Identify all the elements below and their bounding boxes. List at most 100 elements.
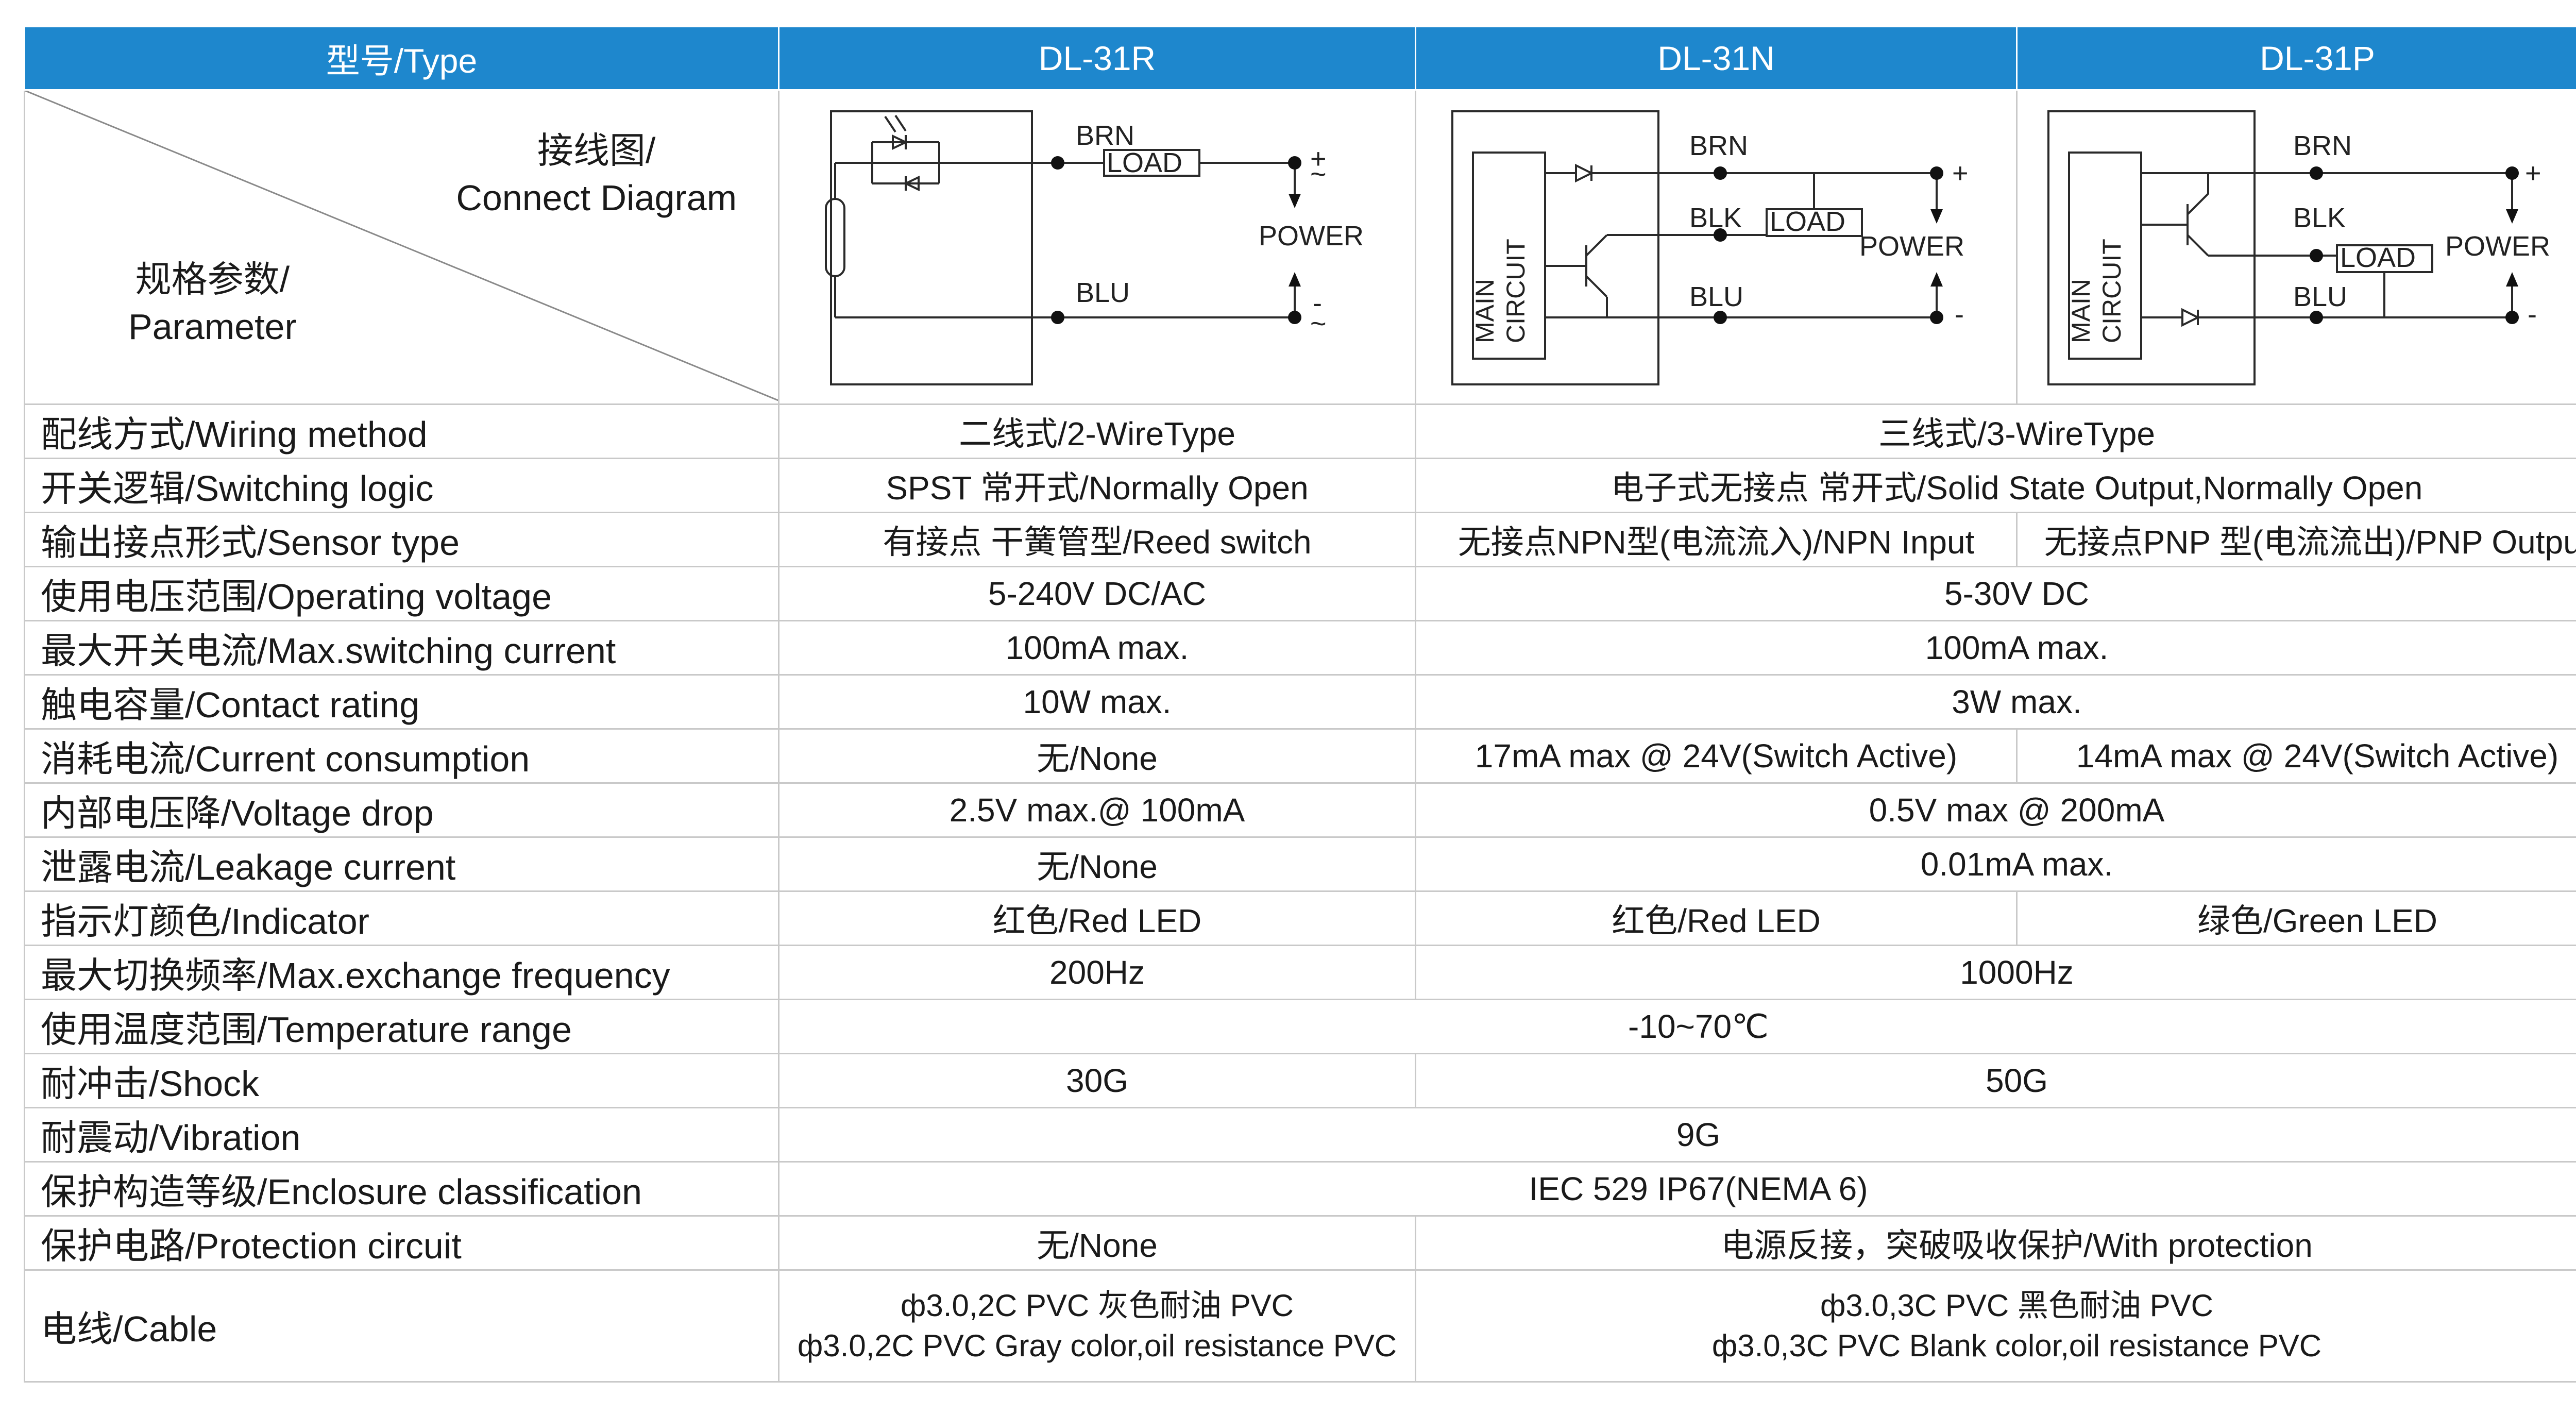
value-dl-31r: 5-240V DC/AC [778,566,1416,621]
value-dl-31r: 无/None [778,836,1416,892]
blu-label-p: BLU [2293,281,2347,312]
value-dl-31n-p: 50G [1415,1053,2576,1108]
minus-label-n: - [1955,299,1964,330]
row-label: 最大开关电流/Max.switching current [24,620,779,676]
row-label: 电线/Cable [24,1269,779,1383]
model-header-p: DL-31P [2016,26,2576,91]
value-dl-31r: SPST 常开式/Normally Open [778,458,1416,513]
ac-label-r-bottom: ~ [1310,308,1327,339]
diagram-label-en: Connect Diagram [456,178,737,218]
value-dl-31r: 红色/Red LED [778,890,1416,946]
sensor-box-r [830,110,1033,385]
power-label-r: POWER [1259,221,1364,251]
value-dl-31n-p: 3W max. [1415,674,2576,730]
model-header-r: DL-31R [778,26,1416,91]
row-label: 消耗电流/Current consumption [24,728,779,784]
model-header-n: DL-31N [1415,26,2018,91]
load-label-r: LOAD [1107,147,1182,178]
corner-parameter-label: 规格参数/ Parameter [128,256,297,350]
row-label: 输出接点形式/Sensor type [24,512,779,567]
power-label-n: POWER [1859,231,1964,262]
spec-table: 型号/Type DL-31R DL-31N DL-31P 接线图/ Connec… [24,26,2576,1383]
plus-label-n: + [1952,158,1969,189]
value-dl-31r: 30G [778,1053,1416,1108]
value-dl-31n-p: 1000Hz [1415,945,2576,1000]
power-label-p: POWER [2445,231,2550,262]
value-dl-31r: 无/None [778,1215,1416,1271]
row-label: 保护构造等级/Enclosure classification [24,1161,779,1217]
diagram-r-cell: BRN LOAD POWER BLU + ~ - ~ [778,89,1416,405]
row-label: 最大切换频率/Max.exchange frequency [24,945,779,1000]
value-dl-31n-p: 0.01mA max. [1415,836,2576,892]
row-label: 触电容量/Contact rating [24,674,779,730]
row-label: 指示灯颜色/Indicator [24,890,779,946]
header-row: 型号/Type DL-31R DL-31N DL-31P [24,26,2576,91]
wiring-diagram-r: BRN LOAD POWER BLU + ~ - ~ [825,110,1364,385]
circuit-label-p: CIRCUIT [2097,239,2126,343]
wiring-diagram-p: MAIN CIRCUIT BRN BLK LOAD BLU POWER + - [2047,110,2550,385]
cable-np-line-en: ф3.0,3C PVC Blank color,oil resistance P… [1711,1328,2322,1363]
value-dl-31n: 无接点NPN型(电流流入)/NPN Input [1415,512,2018,567]
value-dl-31r: 有接点 干簧管型/Reed switch [778,512,1416,567]
cable-np-line-cn: ф3.0,3C PVC 黑色耐油 PVC [1820,1288,2213,1323]
value-dl-31p: 无接点PNP 型(电流流出)/PNP Output [2016,512,2576,567]
value-all-models: 9G [778,1107,2576,1163]
sensor-box-n [1451,110,1659,385]
cable-r-line-cn: ф3.0,2C PVC 灰色耐油 PVC [901,1288,1294,1323]
value-dl-31n: 红色/Red LED [1415,890,2018,946]
load-label-n: LOAD [1770,206,1845,237]
type-header: 型号/Type [24,26,779,91]
row-label: 使用电压范围/Operating voltage [24,566,779,621]
value-dl-31r: 2.5V max.@ 100mA [778,782,1416,838]
value-dl-31n-p: 100mA max. [1415,620,2576,676]
value-dl-31r: 无/None [778,728,1416,784]
value-dl-31r: 二线式/2-WireType [778,403,1416,459]
minus-label-p: - [2528,299,2537,330]
value-dl-31n-p: 5-30V DC [1415,566,2576,621]
corner-diagram-label: 接线图/ Connect Diagram [456,127,737,222]
brn-label-r: BRN [1076,120,1134,151]
row-label: 保护电路/Protection circuit [24,1215,779,1271]
value-dl-31n-p: 0.5V max @ 200mA [1415,782,2576,838]
row-label: 开关逻辑/Switching logic [24,458,779,513]
value-dl-31r: 100mA max. [778,620,1416,676]
blu-label-r: BLU [1076,277,1130,308]
cable-value-np: ф3.0,3C PVC 黑色耐油 PVC ф3.0,3C PVC Blank c… [1415,1269,2576,1383]
row-label: 配线方式/Wiring method [24,403,779,459]
blk-label-n: BLK [1689,203,1742,233]
value-dl-31r: 10W max. [778,674,1416,730]
load-label-p: LOAD [2340,242,2416,273]
cable-row: 电线/Cable ф3.0,2C PVC 灰色耐油 PVC ф3.0,2C PV… [24,1269,2576,1383]
value-dl-31r: 200Hz [778,945,1416,1000]
value-dl-31p: 14mA max @ 24V(Switch Active) [2016,728,2576,784]
value-all-models: -10~70℃ [778,999,2576,1054]
plus-label-p: + [2525,158,2541,189]
cable-r-line-en: ф3.0,2C PVC Gray color,oil resistance PV… [797,1328,1397,1363]
diagram-p-cell: MAIN CIRCUIT BRN BLK LOAD BLU POWER + - [2016,89,2576,405]
corner-cell: 接线图/ Connect Diagram 规格参数/ Parameter [24,89,779,405]
diagram-label-cn: 接线图/ [537,130,656,171]
parameter-label-en: Parameter [128,307,297,347]
wiring-diagram-n: MAIN CIRCUIT BRN BLK LOAD BLU POWER + - [1451,110,1969,385]
ac-label-r-top: ~ [1310,159,1327,190]
brn-label-n: BRN [1689,130,1748,161]
sensor-box-p [2047,110,2256,385]
value-dl-31n-p: 电源反接，突破吸收保护/With protection [1415,1215,2576,1271]
minus-label-r: - [1313,288,1322,318]
